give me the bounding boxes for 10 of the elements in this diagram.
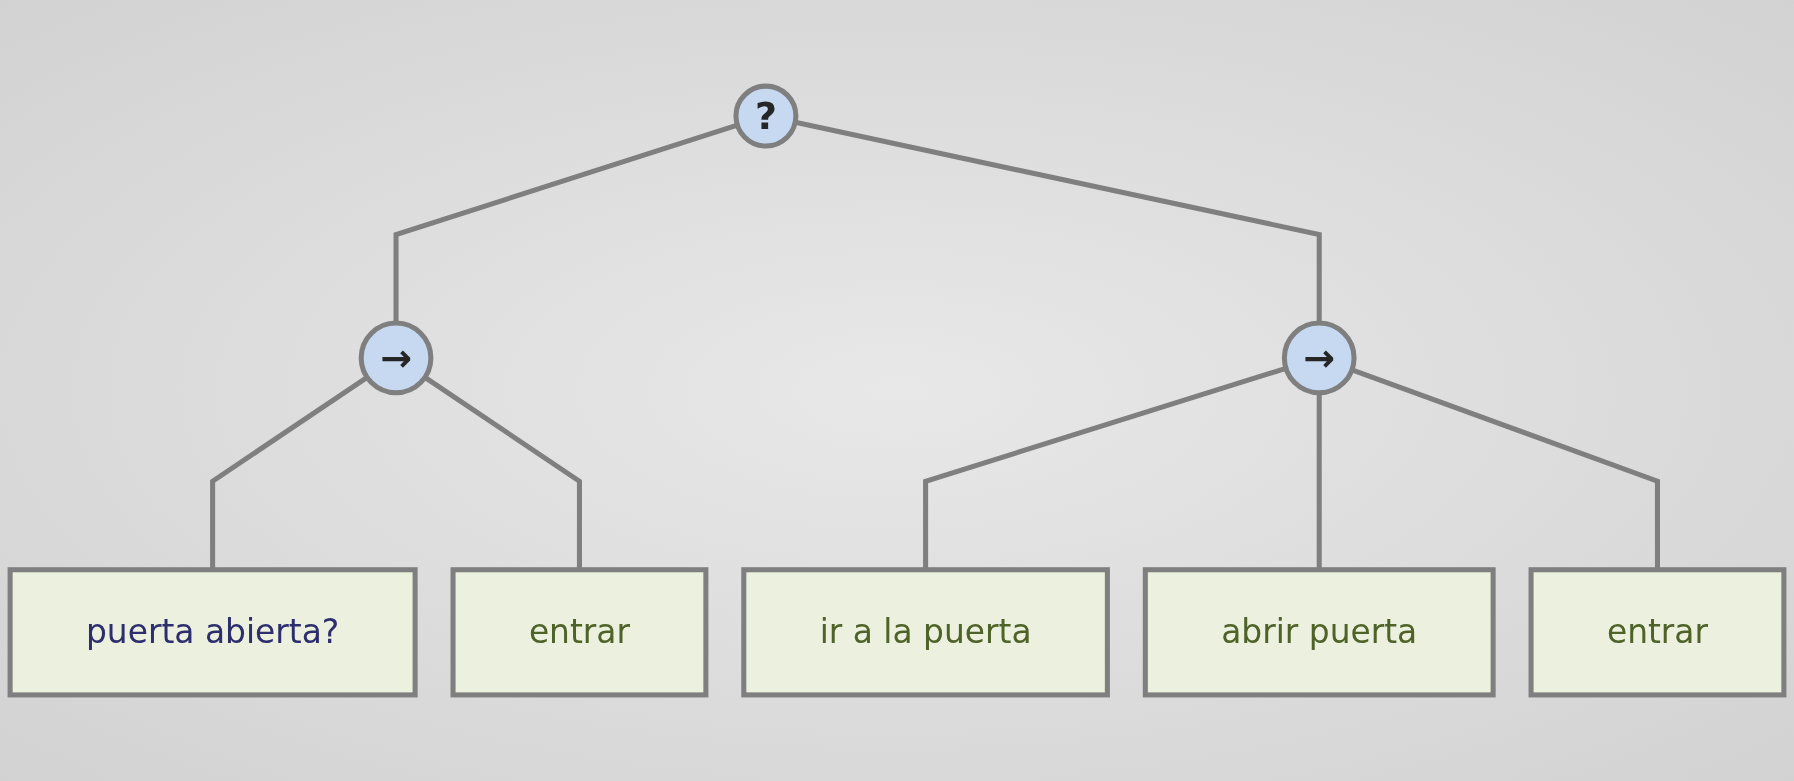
- node-box: entrar: [450, 567, 709, 698]
- node-box: abrir puerta: [1142, 567, 1496, 698]
- node-circle: →: [1281, 320, 1357, 396]
- node-circle: ?: [733, 83, 799, 149]
- connector: [210, 375, 369, 570]
- node-circle: →: [358, 320, 434, 396]
- node-box: entrar: [1528, 567, 1787, 698]
- node-box: puerta abierta?: [7, 567, 418, 698]
- connector: [1316, 392, 1322, 570]
- node-box: ir a la puerta: [741, 567, 1110, 698]
